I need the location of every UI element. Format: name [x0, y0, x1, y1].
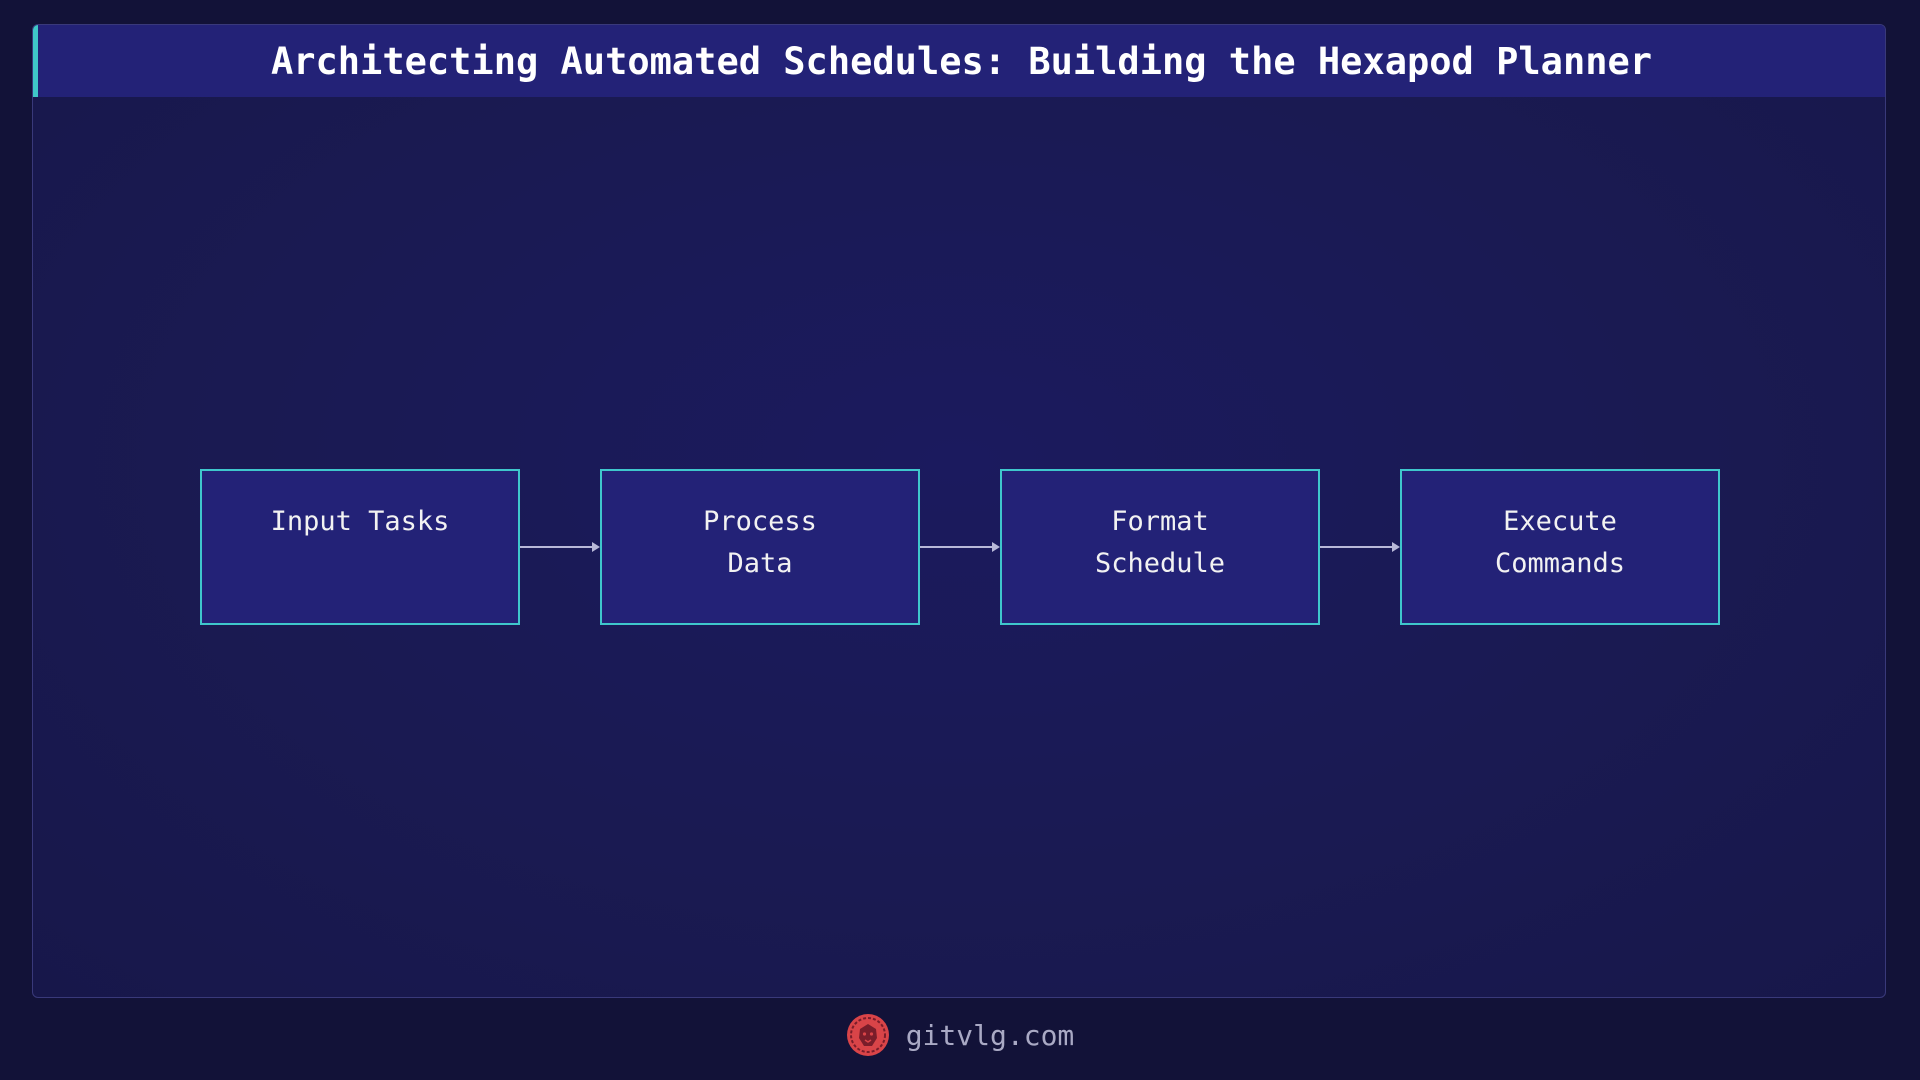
node-label: Input Tasks [270, 506, 450, 537]
node-input-tasks: Input Tasks [200, 469, 520, 625]
node-format-schedule: Format Schedule [1000, 469, 1320, 625]
title-bar: Architecting Automated Schedules: Buildi… [33, 25, 1885, 97]
edge-process-to-format [920, 542, 1000, 552]
node-execute-commands: Execute Commands [1400, 469, 1720, 625]
edge-format-to-execute [1320, 542, 1400, 552]
node-label: Execute Commands [1494, 506, 1626, 579]
footer: gitvlg.com [0, 1010, 1920, 1060]
page-title: Architecting Automated Schedules: Buildi… [270, 39, 1653, 83]
flow-diagram: Input Tasks Process Data Format Schedule… [33, 25, 1885, 997]
footer-site-link[interactable]: gitvlg.com [905, 1018, 1075, 1052]
lion-head-icon [846, 1014, 889, 1056]
node-process-data: Process Data [600, 469, 920, 625]
node-label: Process Data [703, 506, 817, 579]
edge-input-to-process [520, 542, 600, 552]
node-label: Format Schedule [1094, 506, 1226, 579]
slide-frame: Architecting Automated Schedules: Buildi… [32, 24, 1886, 998]
